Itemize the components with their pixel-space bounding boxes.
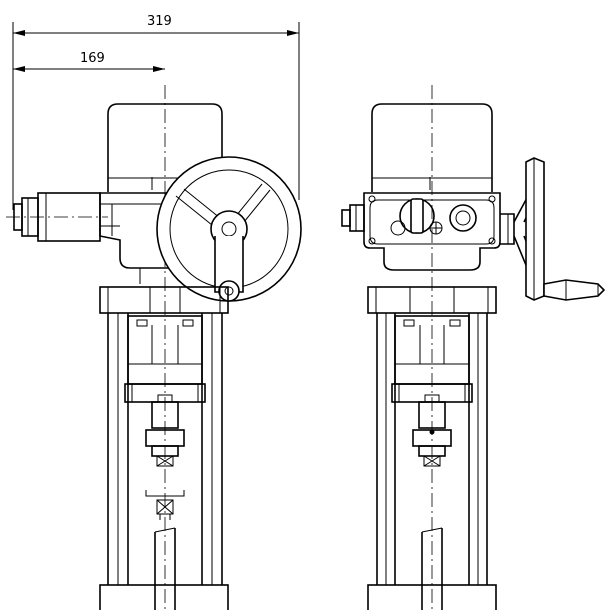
motor-cover (107, 103, 223, 192)
handwheel (156, 156, 302, 302)
dimension-overall-width: 319 (12, 14, 300, 210)
side-gearbox-housing (363, 192, 501, 271)
side-lower-stem (421, 527, 443, 610)
side-bottom-flange (367, 584, 497, 615)
bottom-flange (99, 584, 229, 615)
inner-frame (124, 315, 206, 403)
dimension-label-319: 319 (147, 14, 172, 29)
dimension-center-offset: 169 (13, 51, 165, 72)
front-view (6, 85, 302, 615)
side-handwheel (500, 157, 606, 301)
position-indicators (390, 198, 477, 236)
side-yoke-flange (367, 286, 497, 314)
yoke-flange (99, 286, 229, 314)
side-stem-coupling (412, 394, 452, 467)
lower-stem (145, 490, 185, 610)
cable-gland (6, 192, 108, 242)
crank-handle (543, 279, 606, 301)
side-motor-cover (371, 103, 493, 192)
side-view (341, 85, 606, 615)
stem-coupling (145, 394, 185, 467)
dimension-label-169: 169 (80, 51, 105, 66)
side-cable-gland (341, 204, 365, 232)
side-inner-frame (391, 315, 473, 403)
